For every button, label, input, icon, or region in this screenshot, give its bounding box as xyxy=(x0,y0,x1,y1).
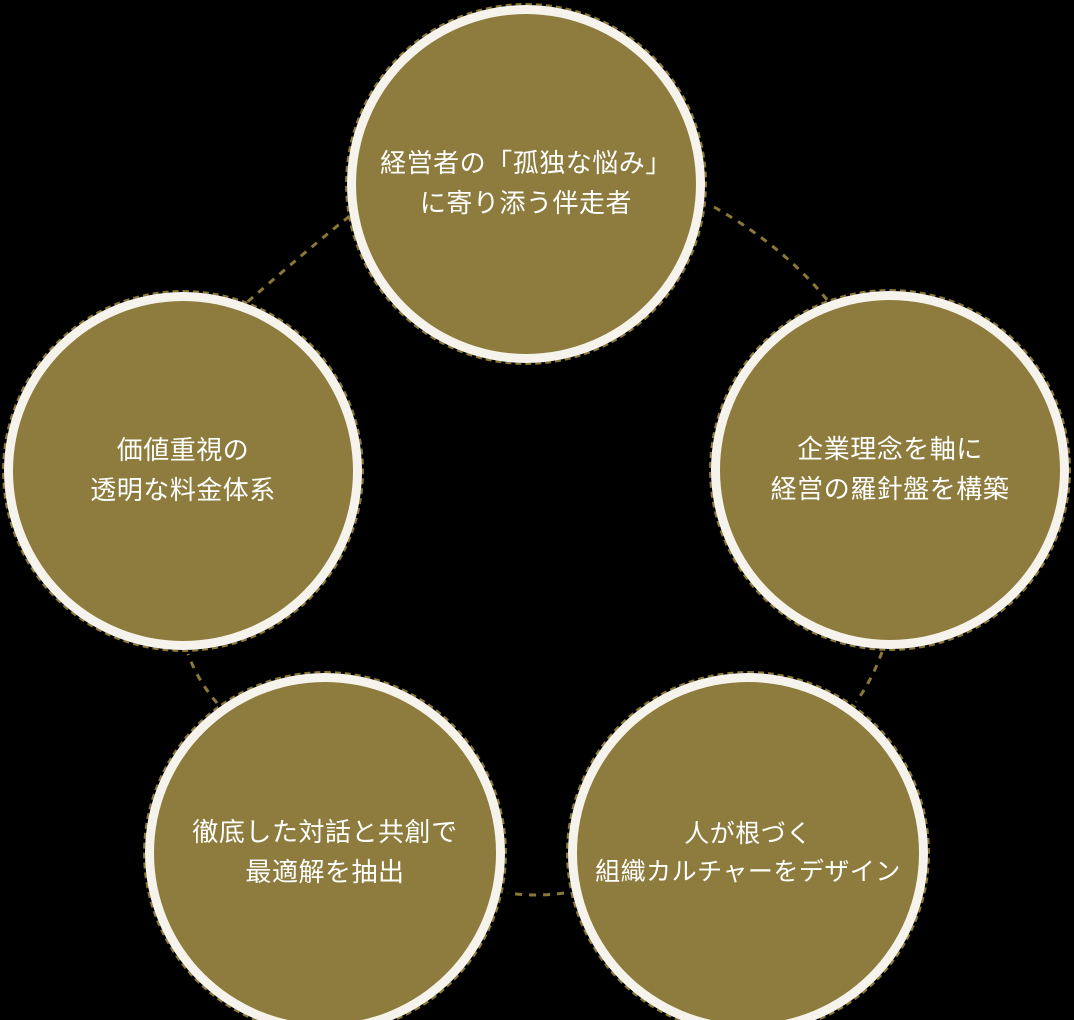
diagram-node-top[interactable]: 経営者の「孤独な悩み」 に寄り添う伴走者 xyxy=(345,3,707,365)
dashed-ring-decoration xyxy=(709,289,1071,651)
connector-bottom-right-to-bottom-left xyxy=(507,891,565,897)
gold-disc xyxy=(720,300,1060,640)
diagram-node-bottom-left[interactable]: 徹底した対話と共創で 最適解を抽出 xyxy=(143,671,507,1020)
gold-disc xyxy=(13,301,353,641)
diagram-node-left[interactable]: 価値重視の 透明な料金体系 xyxy=(2,290,364,652)
node-label-bottom-right: 人が根づく 組織カルチャーをデザイン xyxy=(595,820,901,886)
dashed-ring-decoration xyxy=(2,290,364,652)
node-label-left: 価値重視の 透明な料金体系 xyxy=(90,435,276,505)
node-label-right: 企業理念を軸に 経営の羅針盤を構築 xyxy=(770,434,1010,504)
gold-disc xyxy=(356,14,696,354)
diagram-node-right[interactable]: 企業理念を軸に 経営の羅針盤を構築 xyxy=(709,289,1071,651)
diagram-node-bottom-right[interactable]: 人が根づく 組織カルチャーをデザイン xyxy=(566,671,930,1020)
connector-bottom-left-to-left xyxy=(186,653,219,704)
gold-disc xyxy=(577,682,919,1020)
connector-right-to-bottom-right xyxy=(854,651,884,703)
node-label-bottom-left: 徹底した対話と共創で 最適解を抽出 xyxy=(192,817,458,887)
gold-disc xyxy=(154,682,496,1020)
connector-top-to-right xyxy=(713,205,837,311)
node-label-top: 経営者の「孤独な悩み」 に寄り添う伴走者 xyxy=(380,148,672,218)
dashed-ring-decoration xyxy=(566,671,930,1020)
dashed-ring-decoration xyxy=(345,3,707,365)
dashed-ring-decoration xyxy=(143,671,507,1020)
